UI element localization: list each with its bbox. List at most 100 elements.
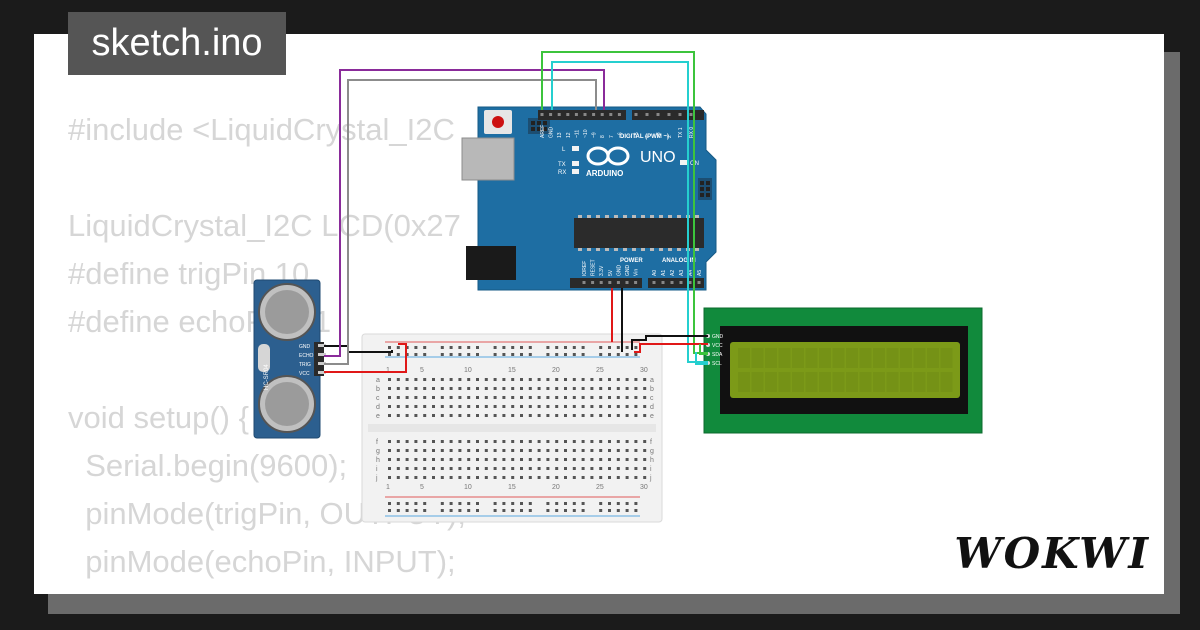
analog-pin-label: A3 bbox=[679, 270, 685, 276]
bb-row-label: e bbox=[650, 413, 654, 420]
lcd-pin-label: VCC bbox=[712, 343, 723, 349]
analog-header-label: ANALOG IN bbox=[662, 258, 696, 264]
wire-lcd-gnd bbox=[631, 335, 708, 350]
bb-column-number: 15 bbox=[508, 367, 516, 374]
digital-pin-label: 12 bbox=[566, 132, 572, 138]
digital-header-label: DIGITAL (PWM ~) bbox=[620, 134, 669, 140]
wire-lcd-sda bbox=[699, 344, 708, 355]
bb-row-label: i bbox=[376, 466, 378, 473]
bb-row-label: d bbox=[650, 404, 654, 411]
power-pin-label: 3.3V bbox=[599, 265, 605, 276]
digital-pin-label: 4 bbox=[645, 135, 651, 138]
bb-row-label: g bbox=[376, 448, 380, 455]
wokwi-logo: WOKWI bbox=[954, 529, 1150, 578]
digital-pin-label: 13 bbox=[557, 132, 563, 138]
bb-row-label: i bbox=[650, 466, 652, 473]
bb-column-number: 10 bbox=[464, 484, 472, 491]
wire-lcd-scl bbox=[695, 352, 708, 365]
power-pin-label: GND bbox=[625, 265, 631, 277]
code-line: #include <LiquidCrystal_I2C bbox=[68, 112, 455, 147]
bb-row-label: h bbox=[376, 457, 380, 464]
board-model: UNO bbox=[640, 149, 676, 166]
lcd-pin-label: GND bbox=[712, 334, 724, 340]
bb-column-number: 1 bbox=[386, 484, 390, 491]
wire-scl bbox=[551, 61, 708, 363]
power-pin-label: 5V bbox=[608, 269, 614, 276]
digital-pin-label: GND bbox=[549, 127, 555, 139]
bb-row-label: c bbox=[376, 395, 380, 402]
code-line: Serial.begin(9600); bbox=[68, 448, 348, 483]
code-line: pinMode(echoPin, INPUT); bbox=[68, 544, 456, 579]
led-label-rx: RX bbox=[558, 170, 566, 176]
analog-pin-label: A5 bbox=[697, 270, 703, 276]
led-label-l: L bbox=[562, 147, 566, 153]
bb-row-label: b bbox=[650, 386, 654, 393]
digital-pin-label: AREF bbox=[540, 125, 546, 138]
bb-row-label: f bbox=[650, 439, 652, 446]
sensor-model: HC-SR04 bbox=[264, 364, 270, 390]
code-line: #define trigPin 10 bbox=[68, 256, 310, 291]
reset-button-knob[interactable] bbox=[492, 116, 504, 128]
bb-row-label: a bbox=[376, 377, 380, 384]
bb-column-number: 10 bbox=[464, 367, 472, 374]
digital-pin-label: 2 bbox=[667, 135, 673, 138]
digital-header-left bbox=[538, 110, 626, 120]
digital-pin-label: ~3 bbox=[656, 132, 662, 138]
bb-column-number: 5 bbox=[420, 484, 424, 491]
bb-row-label: f bbox=[376, 439, 378, 446]
digital-pin-label: ~11 bbox=[574, 130, 580, 138]
usb-port bbox=[461, 137, 515, 181]
bb-column-number: 1 bbox=[386, 367, 390, 374]
bb-column-number: 30 bbox=[640, 367, 648, 374]
power-pin-label: Vin bbox=[634, 269, 640, 276]
wire-trig bbox=[324, 79, 597, 365]
bb-column-number: 25 bbox=[596, 367, 604, 374]
bb-row-label: g bbox=[650, 448, 654, 455]
bb-column-number: 15 bbox=[508, 484, 516, 491]
ultrasonic-sensor[interactable]: HC-SR04 GND ECHO TRIG VCC bbox=[253, 279, 326, 439]
sketch-title: sketch.ino bbox=[68, 12, 286, 75]
bb-row-label: d bbox=[376, 404, 380, 411]
sensor-pin-label: TRIG bbox=[299, 362, 311, 368]
sensor-pin-label: GND bbox=[299, 344, 311, 350]
power-header-label: POWER bbox=[620, 258, 643, 264]
bb-column-number: 20 bbox=[552, 367, 560, 374]
sensor-pin-label: VCC bbox=[299, 371, 310, 377]
digital-pin-label: ~10 bbox=[583, 129, 589, 138]
digital-pin-label: ~6 bbox=[617, 132, 623, 138]
power-pin-label: GND bbox=[616, 265, 622, 277]
led-label-tx: TX bbox=[558, 162, 566, 168]
digital-pin-label: TX 1 bbox=[678, 127, 684, 138]
bb-row-label: a bbox=[650, 377, 654, 384]
bb-row-label: c bbox=[650, 395, 654, 402]
lcd-display[interactable]: GND VCC SDA SCL bbox=[703, 307, 983, 434]
lcd-pin-label: SCL bbox=[712, 361, 722, 367]
power-pin-label: RESET bbox=[591, 259, 597, 276]
power-pin-label: IOREF bbox=[582, 261, 588, 276]
bb-column-number: 25 bbox=[596, 484, 604, 491]
lcd-pin-label: SDA bbox=[712, 352, 723, 358]
power-header bbox=[570, 278, 642, 288]
analog-pin-label: A2 bbox=[670, 270, 676, 276]
analog-pin-label: A4 bbox=[688, 270, 694, 276]
wire-sda bbox=[541, 51, 708, 354]
bb-column-number: 5 bbox=[420, 367, 424, 374]
bb-row-label: b bbox=[376, 386, 380, 393]
arduino-infinity-logo bbox=[586, 146, 630, 166]
sensor-pin-label: ECHO bbox=[299, 353, 314, 359]
digital-pin-label: 8 bbox=[600, 135, 606, 138]
wire-echo bbox=[324, 69, 605, 357]
bb-row-label: h bbox=[650, 457, 654, 464]
code-line: LiquidCrystal_I2C LCD(0x27 bbox=[68, 208, 461, 243]
bb-row-label: j bbox=[649, 475, 652, 482]
analog-pin-label: A0 bbox=[652, 270, 658, 276]
code-line: void setup() { bbox=[68, 400, 249, 435]
bb-column-number: 30 bbox=[640, 484, 648, 491]
digital-pin-label: 7 bbox=[609, 135, 615, 138]
digital-pin-label: RX 0 bbox=[689, 127, 695, 138]
bb-row-label: e bbox=[376, 413, 380, 420]
wire-lcd-vcc bbox=[634, 343, 708, 353]
